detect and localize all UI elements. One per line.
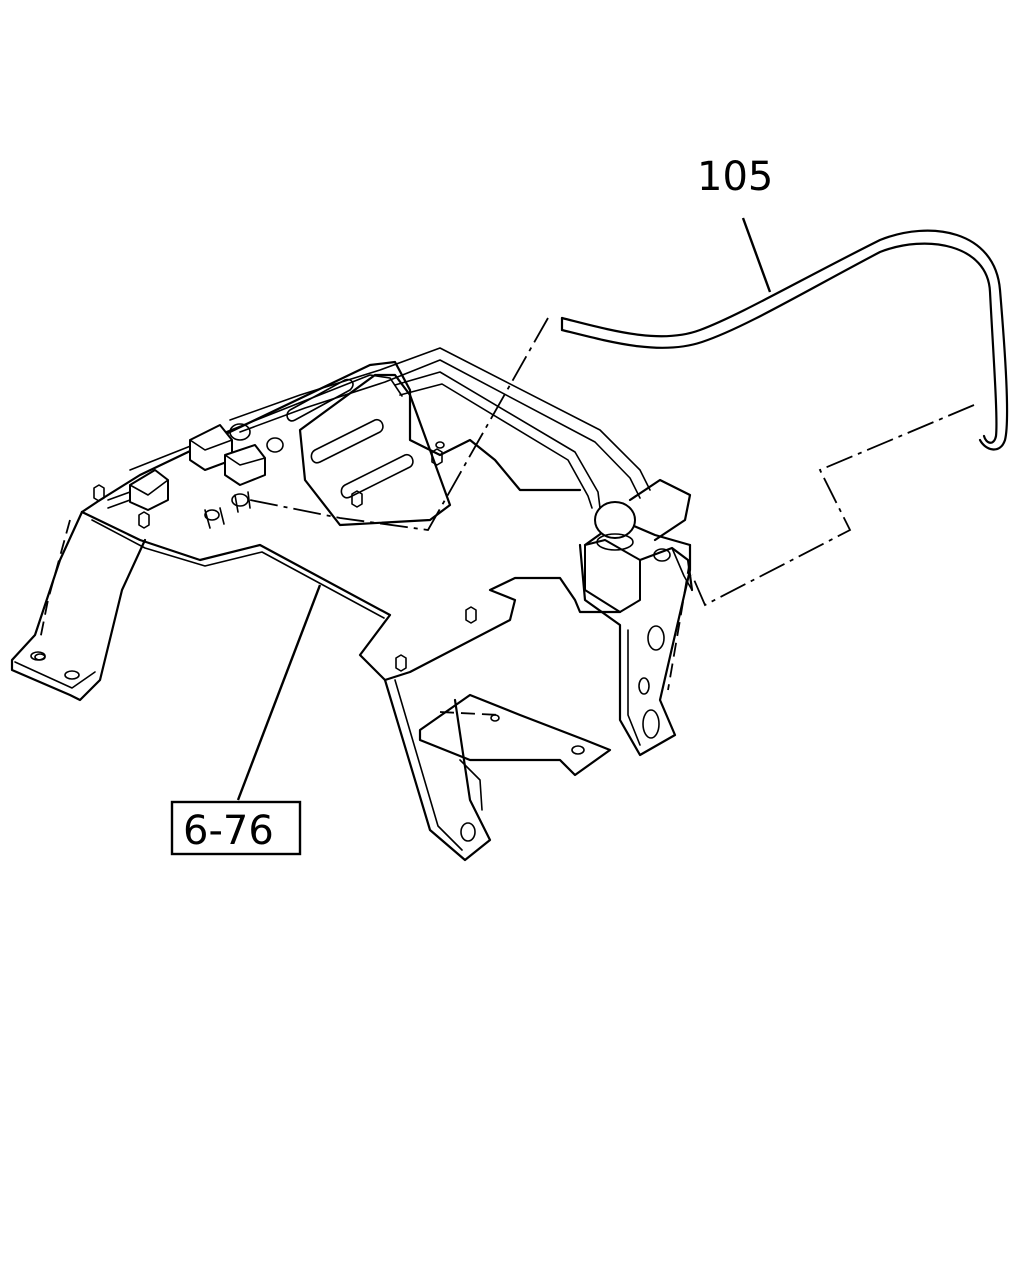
leader-line-105 xyxy=(741,217,772,293)
callout-105[interactable]: 105 xyxy=(697,154,773,293)
part-number-label: 105 xyxy=(697,154,773,200)
bracket-frame xyxy=(10,347,694,862)
reference-label: 6-76 xyxy=(183,808,274,854)
hose-105 xyxy=(560,229,1009,451)
leader-line-6-76 xyxy=(236,584,322,801)
callout-6-76[interactable]: 6-76 xyxy=(170,584,322,856)
bolt-group xyxy=(34,441,477,672)
connection-lines xyxy=(249,317,975,607)
reference-box xyxy=(170,800,302,856)
